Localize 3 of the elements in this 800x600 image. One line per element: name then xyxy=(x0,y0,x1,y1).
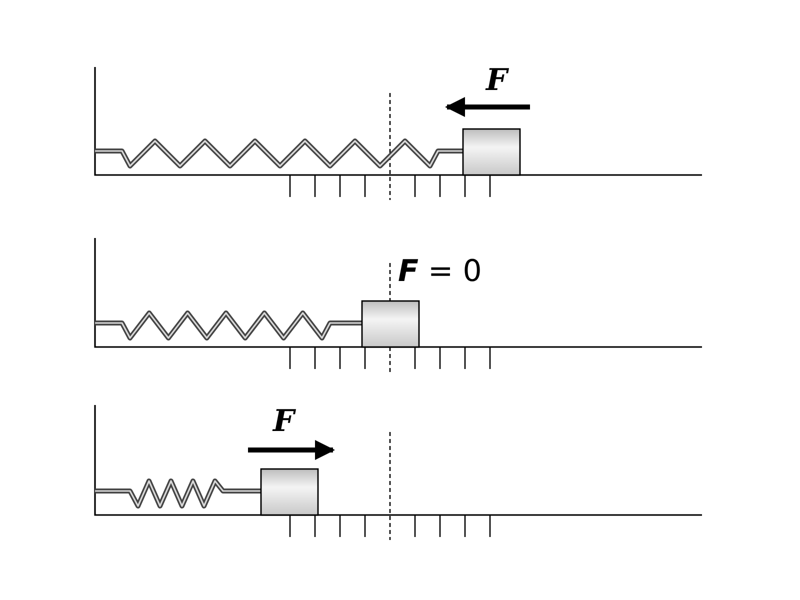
force-label: F xyxy=(273,405,294,439)
force-label: F xyxy=(486,64,508,98)
force-label: F = 0 xyxy=(398,255,482,289)
